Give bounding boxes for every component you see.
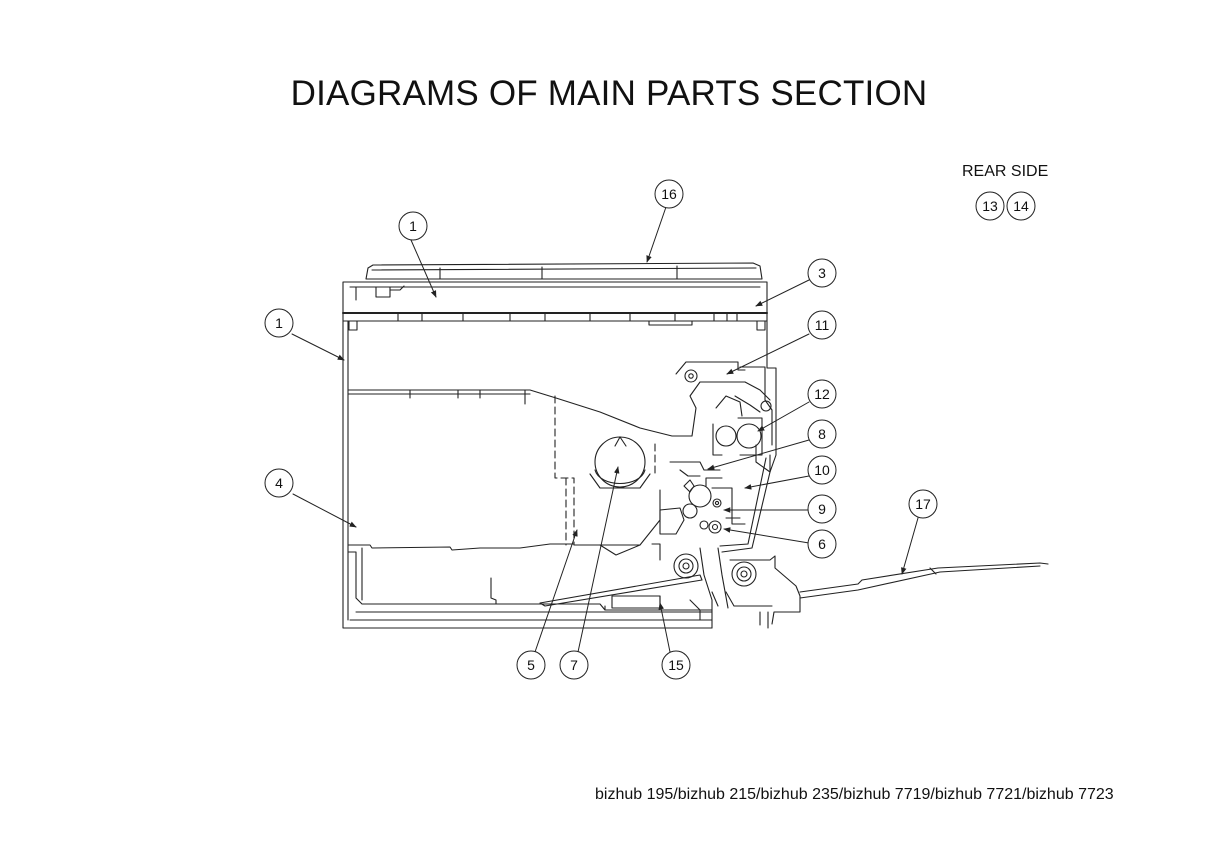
main-body-frame bbox=[342, 320, 777, 629]
callout-16: 16 bbox=[654, 179, 684, 209]
original-cover bbox=[365, 262, 763, 280]
callout-12: 12 bbox=[807, 379, 837, 409]
callout-6: 6 bbox=[807, 529, 837, 559]
svg-text:3: 3 bbox=[818, 265, 826, 281]
callout-15: 15 bbox=[661, 650, 691, 680]
callout-5: 5 bbox=[516, 650, 546, 680]
svg-text:12: 12 bbox=[814, 386, 830, 402]
callout-4: 4 bbox=[264, 468, 294, 498]
callout-1-top: 1 bbox=[398, 211, 428, 241]
svg-text:11: 11 bbox=[815, 317, 830, 333]
model-list-footer: bizhub 195/bizhub 215/bizhub 235/bizhub … bbox=[595, 786, 1114, 803]
callout-8: 8 bbox=[807, 419, 837, 449]
svg-text:9: 9 bbox=[818, 501, 826, 517]
callout-7: 7 bbox=[559, 650, 589, 680]
svg-text:8: 8 bbox=[818, 426, 826, 442]
imaging-unit bbox=[554, 395, 661, 561]
page-title: DIAGRAMS OF MAIN PARTS SECTION bbox=[290, 74, 928, 113]
svg-text:15: 15 bbox=[668, 657, 684, 673]
fusing-unit bbox=[675, 361, 773, 553]
svg-text:4: 4 bbox=[275, 475, 283, 491]
svg-text:14: 14 bbox=[1013, 198, 1029, 214]
svg-text:1: 1 bbox=[275, 315, 283, 331]
callout-14: 14 bbox=[1006, 191, 1036, 221]
svg-text:5: 5 bbox=[527, 657, 535, 673]
callout-1-left: 1 bbox=[264, 308, 294, 338]
callout-9: 9 bbox=[807, 494, 837, 524]
svg-text:6: 6 bbox=[818, 536, 826, 552]
callout-3: 3 bbox=[807, 258, 837, 288]
callout-17: 17 bbox=[908, 489, 938, 519]
rear-side-label: REAR SIDE bbox=[962, 163, 1049, 180]
svg-text:17: 17 bbox=[915, 496, 931, 512]
callout-11: 11 bbox=[807, 310, 837, 340]
paper-feed-section bbox=[539, 547, 1049, 629]
svg-text:13: 13 bbox=[982, 198, 998, 214]
svg-text:10: 10 bbox=[814, 462, 830, 478]
svg-text:1: 1 bbox=[409, 218, 417, 234]
scanner-section bbox=[342, 281, 768, 331]
leader-lines bbox=[291, 206, 919, 653]
svg-text:7: 7 bbox=[570, 657, 578, 673]
transfer-area bbox=[659, 461, 746, 535]
callout-13: 13 bbox=[975, 191, 1005, 221]
callout-10: 10 bbox=[807, 455, 837, 485]
svg-text:16: 16 bbox=[661, 186, 677, 202]
